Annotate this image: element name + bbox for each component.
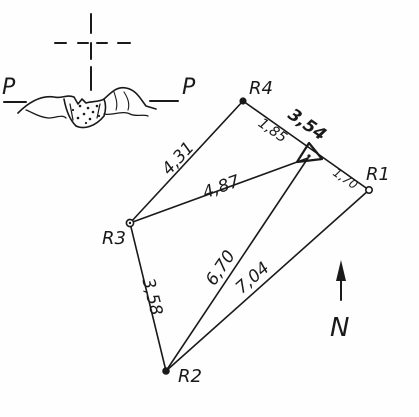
station-r3-label: R3 <box>102 228 126 249</box>
leg-r2-r1 <box>165 189 370 372</box>
station-r1-point <box>364 186 373 195</box>
station-r1-label: R1 <box>366 164 390 185</box>
distance-r3-r2: 3,58 <box>138 276 167 318</box>
leg-r4-r3 <box>129 100 244 224</box>
survey-network <box>129 100 370 372</box>
leg-r4-r1 <box>242 100 370 191</box>
section-marker-left: P <box>2 75 16 100</box>
section-pit <box>63 98 107 129</box>
north-label: N <box>330 313 349 343</box>
section-ground-profile <box>17 86 157 114</box>
leg-r3-r2 <box>129 222 167 372</box>
distance-r3-station: 4,87 <box>200 171 243 203</box>
distance-r4-r1: 3,54 <box>284 105 330 145</box>
station-r2-label: R2 <box>178 366 202 387</box>
section-marker-right: P <box>182 75 196 100</box>
instrument-station-icon <box>295 141 324 164</box>
distance-station-r1: 1,70 <box>330 165 360 192</box>
station-r2-point <box>162 367 170 375</box>
leg-r3-station <box>129 157 309 224</box>
north-arrow-icon <box>336 260 346 301</box>
station-r3-point <box>125 218 135 228</box>
station-r4-point <box>239 97 247 105</box>
distance-r4-r3: 4,31 <box>158 138 198 179</box>
crosshair <box>54 13 131 91</box>
cross-section: P P <box>2 75 196 129</box>
section-pit-stipple <box>71 104 101 125</box>
leg-r2-station <box>165 157 309 372</box>
station-r4-label: R4 <box>249 78 273 99</box>
